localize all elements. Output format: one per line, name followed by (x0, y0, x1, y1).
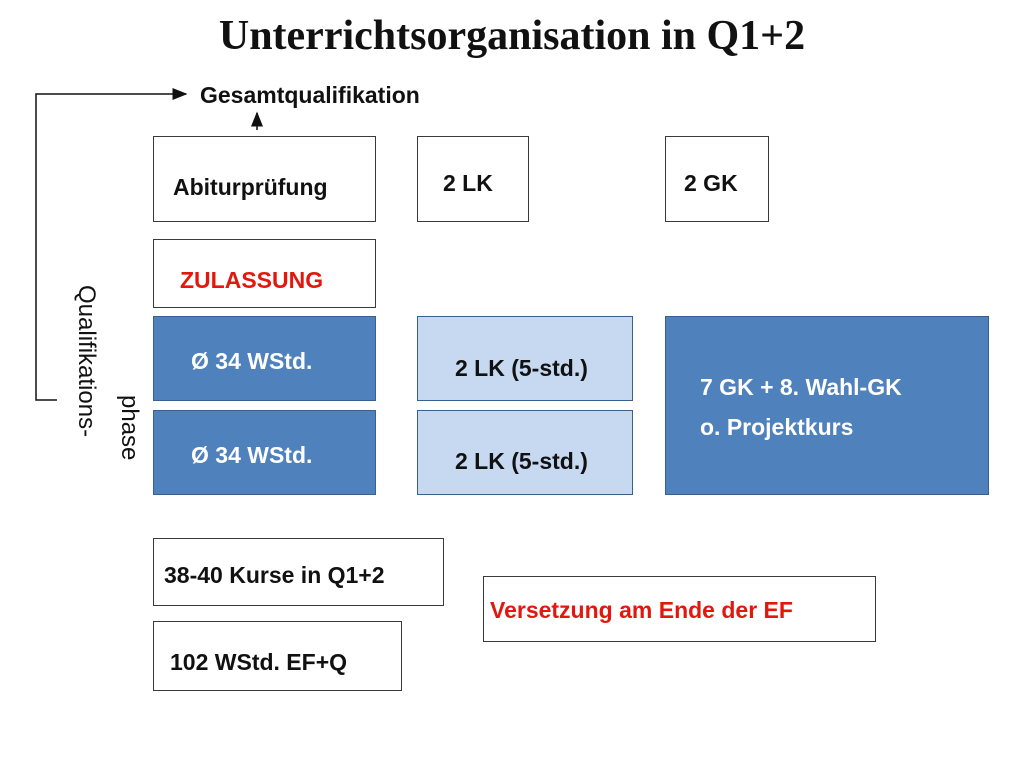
lk-top-text: 2 LK (443, 170, 493, 196)
kurse-text: 38-40 Kurse in Q1+2 (164, 562, 385, 588)
lk-5std-box-2: 2 LK (5-std.) (417, 410, 633, 495)
wstd-box-1: Ø 34 WStd. (153, 316, 376, 401)
qualifikationsphase-label-line2: phase (116, 395, 143, 461)
lk-5std-text-2: 2 LK (5-std.) (455, 448, 588, 474)
zulassung-box: ZULASSUNG (153, 239, 376, 308)
zulassung-text: ZULASSUNG (180, 267, 324, 293)
wstd-text-1: Ø 34 WStd. (191, 348, 313, 374)
lk-5std-box-1: 2 LK (5-std.) (417, 316, 633, 401)
wstd-ef-q-box: 102 WStd. EF+Q (153, 621, 402, 691)
abiturpruefung-box: Abiturprüfung (153, 136, 376, 222)
gk-wahl-text-line1: 7 GK + 8. Wahl-GK (700, 374, 902, 400)
wstd-ef-q-text: 102 WStd. EF+Q (170, 649, 348, 675)
gk-wahl-text-line2: o. Projektkurs (700, 414, 854, 440)
page-title: Unterrichtsorganisation in Q1+2 (218, 13, 806, 59)
versetzung-text: Versetzung am Ende der EF (490, 597, 793, 623)
gesamtqualifikation-label: Gesamtqualifikation (200, 82, 420, 108)
abiturpruefung-text: Abiturprüfung (173, 174, 328, 200)
lk-5std-text-1: 2 LK (5-std.) (455, 355, 588, 381)
gk-wahl-box: 7 GK + 8. Wahl-GK o. Projektkurs (665, 316, 989, 495)
wstd-box-2: Ø 34 WStd. (153, 410, 376, 495)
lk-top-box: 2 LK (417, 136, 529, 222)
qualifikationsphase-label-line1: Qualifikations- (73, 285, 100, 438)
gk-top-text: 2 GK (684, 170, 738, 196)
gk-top-box: 2 GK (665, 136, 769, 222)
qualifikationsphase-bracket-arrow (35, 88, 188, 401)
versetzung-box: Versetzung am Ende der EF (483, 576, 876, 642)
kurse-box: 38-40 Kurse in Q1+2 (153, 538, 444, 606)
wstd-text-2: Ø 34 WStd. (191, 442, 313, 468)
